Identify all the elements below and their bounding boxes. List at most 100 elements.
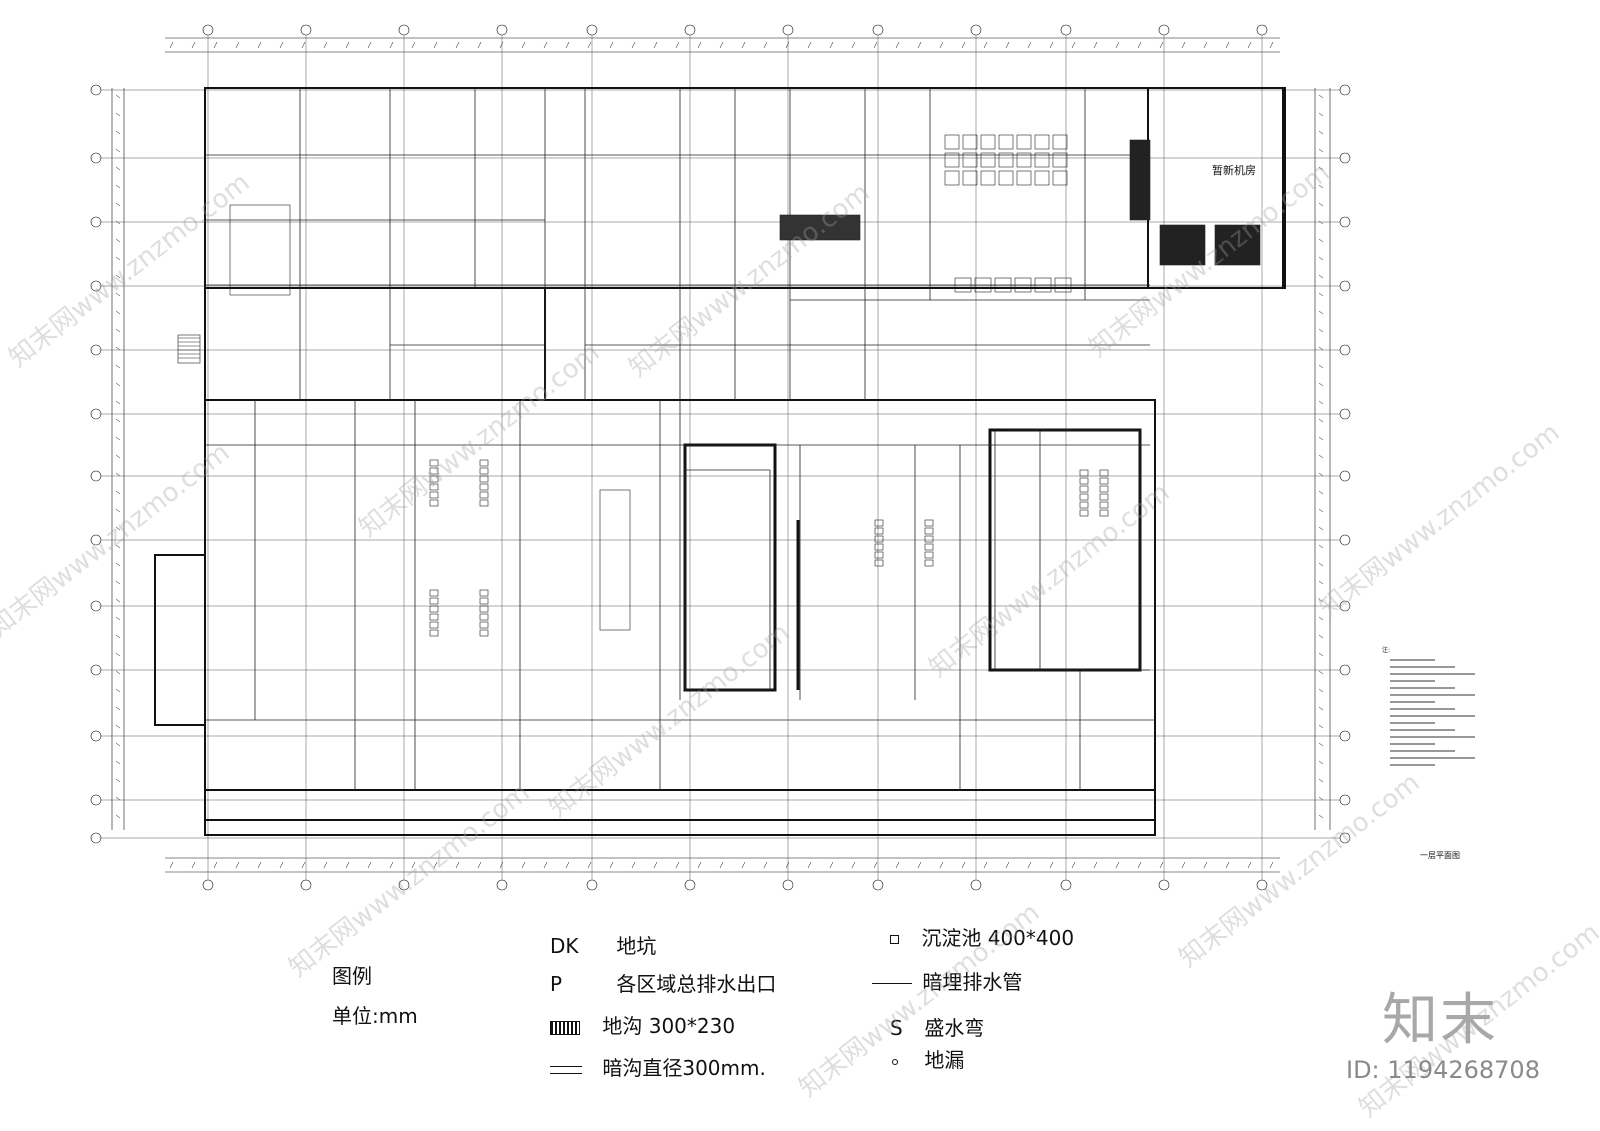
dimension-tick <box>565 41 570 49</box>
workbench <box>1079 501 1089 509</box>
dimension-tick <box>785 861 790 869</box>
axis-bubble <box>1339 280 1351 292</box>
workbench <box>429 459 439 467</box>
dimension-tick <box>1247 861 1252 869</box>
equipment-unit <box>1052 152 1068 168</box>
workbench <box>924 543 934 551</box>
dimension-tick <box>389 41 394 49</box>
equipment-unit <box>1034 277 1052 293</box>
dimension-tick <box>1318 400 1324 405</box>
dimension-tick <box>719 861 724 869</box>
axis-bubble <box>586 879 598 891</box>
axis-bubble <box>1339 832 1351 844</box>
dimension-tick <box>115 256 121 261</box>
legend-item-pipe: 暗埋排水管 <box>872 966 1022 995</box>
line-icon <box>872 983 912 984</box>
legend-text-trench: 地沟 300*230 <box>602 1014 736 1038</box>
legend-item-trap: S 盛水弯 <box>890 1012 984 1041</box>
dimension-tick <box>323 41 328 49</box>
dimension-tick <box>1159 861 1164 869</box>
dimension-tick <box>1225 41 1230 49</box>
axis-bubble <box>872 879 884 891</box>
workbench <box>479 499 489 507</box>
equipment-unit <box>1052 170 1068 186</box>
legend-text-culvert: 暗沟直径300mm. <box>602 1056 766 1080</box>
workbench <box>924 527 934 535</box>
dimension-tick <box>115 580 121 585</box>
axis-bubble <box>872 24 884 36</box>
axis-labels <box>90 24 1351 891</box>
dimension-tick <box>411 41 416 49</box>
plan-title: 一层平面图 <box>1420 851 1460 860</box>
axis-bubble <box>90 664 102 676</box>
dimension-tick <box>1137 41 1142 49</box>
dimension-tick <box>1318 184 1324 189</box>
dimension-tick <box>1247 41 1252 49</box>
dimension-tick <box>1115 861 1120 869</box>
legend-title: 图例 <box>332 964 372 988</box>
partitions <box>205 88 1155 790</box>
dimension-tick <box>895 41 900 49</box>
axis-bubble <box>1339 534 1351 546</box>
dimension-tick <box>807 41 812 49</box>
dimension-tick <box>631 861 636 869</box>
dimension-tick <box>257 861 262 869</box>
dimension-tick <box>1318 328 1324 333</box>
legend-text-p: 各区域总排水出口 <box>616 972 777 996</box>
dimension-tick <box>1318 706 1324 711</box>
dimension-tick <box>587 861 592 869</box>
dimension-tick <box>115 310 121 315</box>
dimension-tick <box>763 861 768 869</box>
dimension-tick <box>345 41 350 49</box>
dimension-tick <box>609 861 614 869</box>
dimension-tick <box>521 861 526 869</box>
dimension-tick <box>1269 861 1274 869</box>
equipment-block <box>1214 224 1261 266</box>
axis-bubble <box>398 24 410 36</box>
dimension-tick <box>1181 41 1186 49</box>
dimension-tick <box>829 861 834 869</box>
dimension-tick <box>983 41 988 49</box>
workbench <box>1099 509 1109 517</box>
dimension-tick <box>653 41 658 49</box>
equipment-unit <box>954 277 972 293</box>
equipment-unit <box>962 152 978 168</box>
dimension-tick <box>235 41 240 49</box>
equipment-unit <box>1016 152 1032 168</box>
dimension-tick <box>115 778 121 783</box>
dimension-tick <box>939 41 944 49</box>
dimension-tick <box>1318 310 1324 315</box>
workbench <box>429 613 439 621</box>
legend-symbol-dk: DK <box>550 934 579 958</box>
dimension-tick <box>115 238 121 243</box>
dimension-tick <box>1093 861 1098 869</box>
outer-wall-north <box>204 87 1286 289</box>
dimension-tick <box>1318 670 1324 675</box>
axis-bubble <box>202 879 214 891</box>
dimension-tick <box>115 544 121 549</box>
dimension-tick <box>1318 274 1324 279</box>
dimension-tick <box>1005 861 1010 869</box>
dimension-tick <box>477 41 482 49</box>
equipment-unit <box>1052 134 1068 150</box>
dimension-tick <box>213 861 218 869</box>
axis-bubble <box>782 879 794 891</box>
workbench <box>479 613 489 621</box>
equipment-block <box>1129 139 1151 221</box>
equipment-unit <box>974 277 992 293</box>
room-label-machine-room: 暂新机房 <box>1212 163 1256 177</box>
dimension-tick <box>1318 652 1324 657</box>
axis-bubble <box>90 280 102 292</box>
dimension-tick <box>115 652 121 657</box>
stair <box>177 334 201 364</box>
workbench <box>429 597 439 605</box>
equipment-unit <box>944 152 960 168</box>
dimension-tick <box>115 274 121 279</box>
dimension-tick <box>1203 41 1208 49</box>
notes-heading: 注: <box>1382 646 1390 654</box>
dimension-tick <box>115 760 121 765</box>
equipment-rack <box>779 214 861 241</box>
dimension-tick <box>543 861 548 869</box>
axis-bubble <box>1060 879 1072 891</box>
dimension-tick <box>1318 526 1324 531</box>
